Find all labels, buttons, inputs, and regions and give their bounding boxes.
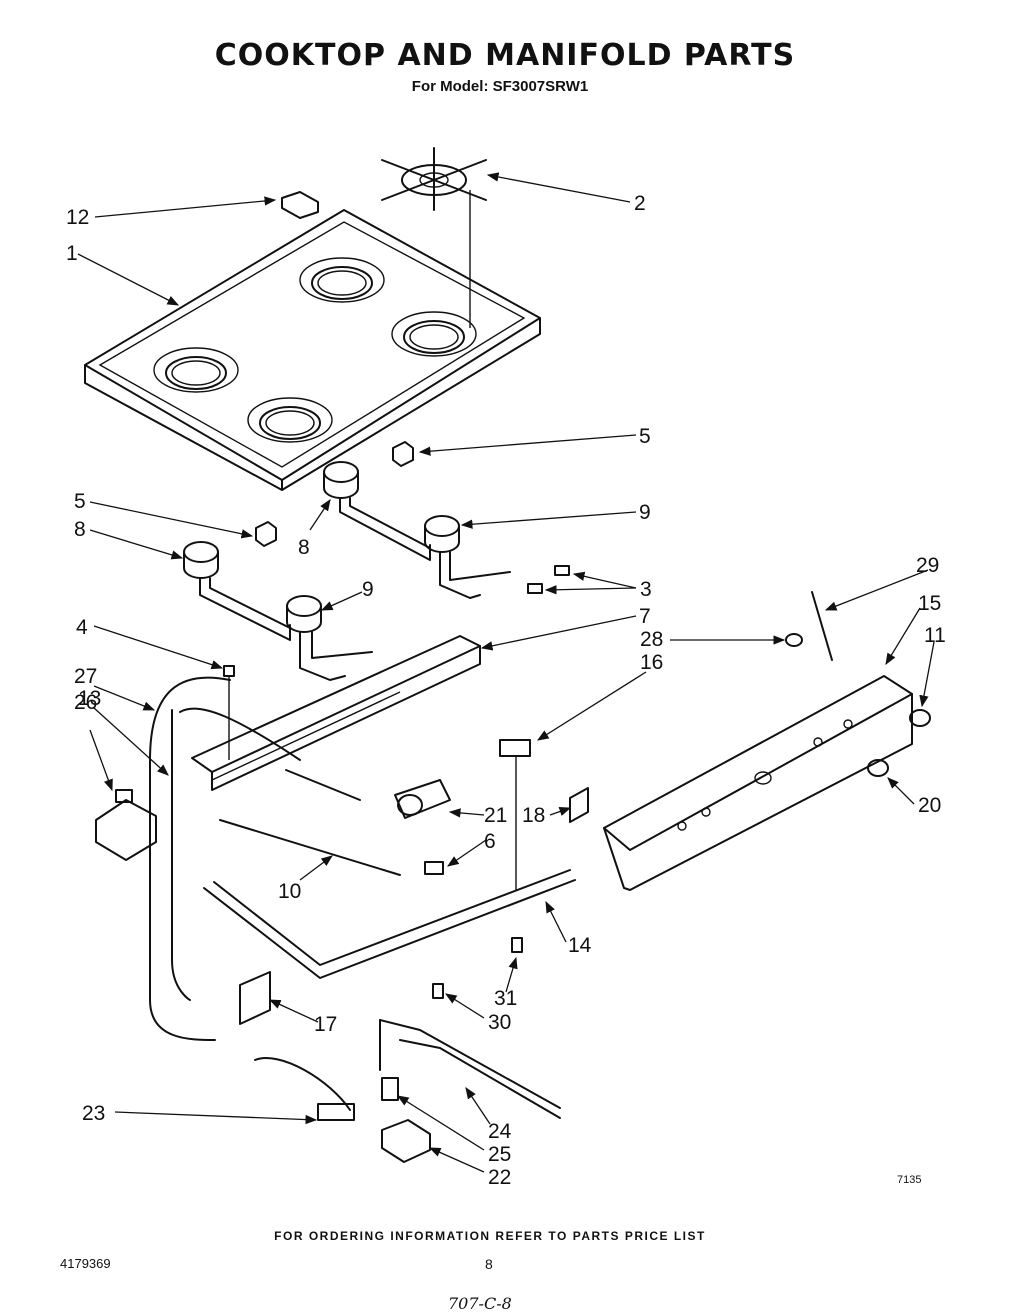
- callout-25: 25: [488, 1143, 511, 1166]
- callout-28: 28: [640, 628, 663, 651]
- burner-opening-rear-right: [391, 311, 477, 357]
- manifold-pipe-part-14: [203, 869, 576, 979]
- callout-10: 10: [278, 880, 301, 903]
- callout-5a: 5: [639, 425, 651, 448]
- orifice-part-3: [527, 565, 570, 594]
- valve-part-6: [424, 861, 444, 875]
- burner-opening-front-right: [247, 397, 333, 443]
- callout-1: 1: [66, 242, 78, 265]
- callout-22: 22: [488, 1166, 511, 1189]
- grate-part: [381, 147, 487, 328]
- callout-5b: 5: [74, 490, 86, 513]
- burner-tube-part-24: [379, 1019, 561, 1119]
- callout-26: 26: [74, 691, 97, 714]
- callout-7: 7: [639, 605, 651, 628]
- callout-12: 12: [66, 206, 89, 229]
- fitting-part-25: [381, 1077, 399, 1101]
- callout-16: 16: [640, 651, 663, 674]
- screw-part-31: [511, 937, 523, 953]
- burner-assembly-rear: [323, 461, 511, 599]
- igniter-part-23: [254, 1057, 355, 1121]
- handwritten-note: 707-C-8: [448, 1294, 512, 1313]
- document-number: 4179369: [60, 1256, 111, 1271]
- callout-27: 27: [74, 665, 97, 688]
- callout-3: 3: [640, 578, 652, 601]
- callout-17: 17: [314, 1013, 337, 1036]
- callout-15: 15: [918, 592, 941, 615]
- callout-2: 2: [634, 192, 646, 215]
- valve-part-16: [499, 739, 531, 890]
- callout-31: 31: [494, 987, 517, 1010]
- ordering-note: FOR ORDERING INFORMATION REFER TO PARTS …: [274, 1229, 706, 1243]
- burner-opening-rear-left: [299, 257, 385, 303]
- clip-part-12: [281, 191, 319, 219]
- page-title: COOKTOP AND MANIFOLD PARTS: [214, 38, 796, 73]
- callout-23: 23: [82, 1102, 105, 1125]
- callout-4: 4: [76, 616, 88, 639]
- bracket-part-5-rear: [392, 441, 414, 467]
- callout-8a: 8: [74, 518, 86, 541]
- cooktop-part: [84, 209, 541, 491]
- burner-opening-front-left: [153, 347, 239, 393]
- callout-20: 20: [918, 794, 941, 817]
- bushing-part-28: [785, 633, 803, 647]
- callout-9b: 9: [362, 578, 374, 601]
- model-subtitle: For Model: SF3007SRW1: [411, 78, 589, 95]
- page-number: 8: [485, 1256, 493, 1272]
- diagram-code: 7135: [897, 1174, 922, 1186]
- regulator-part-13: [95, 789, 157, 861]
- valve-part-21: [394, 779, 451, 819]
- callout-8b: 8: [298, 536, 310, 559]
- leader-lines: [77, 172, 935, 1173]
- callout-14: 14: [568, 934, 592, 957]
- valve-part-22: [381, 1119, 431, 1163]
- callout-18: 18: [522, 804, 545, 827]
- callout-30: 30: [488, 1011, 511, 1034]
- callout-11: 11: [924, 624, 946, 647]
- tube-part-10: [219, 769, 401, 876]
- knob-part-20: [867, 759, 889, 777]
- screw-part-30: [432, 983, 444, 999]
- bracket-part-17: [239, 971, 271, 1025]
- callout-13: 13: [78, 687, 101, 710]
- callout-6: 6: [484, 830, 496, 853]
- callout-labels: 1 2 3 4 5 5 6 7 8 8 9 9 10 11 12 13 14 1…: [66, 192, 946, 1189]
- manifold-bracket-part-7: [191, 635, 481, 791]
- rod-part-29: [811, 591, 833, 661]
- callout-29: 29: [916, 554, 939, 577]
- tubing-parts-26-27: [149, 676, 301, 1041]
- control-panel-part-15: [603, 675, 913, 891]
- knob-part-11: [909, 709, 931, 727]
- callout-21: 21: [484, 804, 507, 827]
- bracket-part-5-front: [255, 521, 277, 547]
- callout-24: 24: [488, 1120, 512, 1143]
- callout-9a: 9: [639, 501, 651, 524]
- burner-assembly-front: [183, 541, 373, 681]
- bracket-part-18: [569, 787, 589, 823]
